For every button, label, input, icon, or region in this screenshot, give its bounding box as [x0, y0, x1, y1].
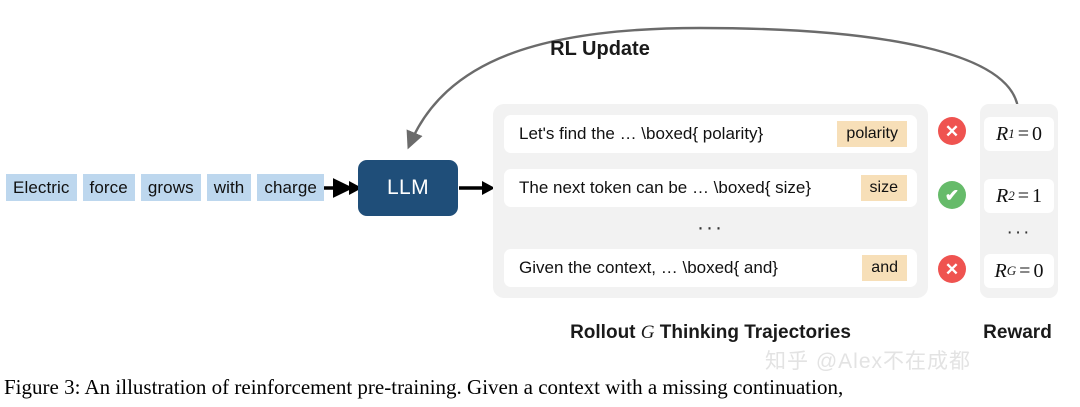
- reward-variable: R: [996, 184, 1009, 207]
- reward-equals: =: [1017, 184, 1029, 207]
- reward-variable: R: [996, 122, 1009, 145]
- context-token: charge: [257, 174, 324, 201]
- llm-label: LLM: [386, 176, 430, 199]
- cross-icon: ✕: [938, 255, 966, 283]
- rollout-caption-prefix: Rollout: [570, 322, 641, 343]
- reward-equals: =: [1019, 259, 1031, 282]
- context-token: grows: [140, 174, 201, 201]
- reward-caption: Reward: [983, 322, 1052, 343]
- context-token-sequence: Electric force grows with charge: [6, 174, 324, 201]
- trajectory-answer-tag: and: [862, 255, 907, 281]
- check-glyph: ✔: [944, 185, 960, 205]
- rollout-caption-symbol: G: [640, 322, 655, 343]
- cross-glyph: ✕: [944, 259, 960, 279]
- trajectory-answer-tag: polarity: [837, 121, 907, 147]
- trajectory-answer-tag: size: [860, 175, 907, 201]
- trajectory-text: Given the context, … \boxed{ and}: [519, 258, 778, 277]
- context-token: force: [82, 174, 135, 201]
- reward-subscript: G: [1006, 263, 1017, 278]
- rollout-caption-suffix: Thinking Trajectories: [654, 322, 851, 343]
- trajectory-text: Let's find the … \boxed{ polarity}: [519, 124, 764, 143]
- reward-ellipsis: ···: [1006, 222, 1032, 243]
- cross-glyph: ✕: [944, 121, 960, 141]
- reward-equals: =: [1017, 122, 1029, 145]
- reward-subscript: 2: [1008, 188, 1015, 203]
- check-icon: ✔: [938, 181, 966, 209]
- cross-icon: ✕: [938, 117, 966, 145]
- llm-node: LLM: [358, 160, 458, 216]
- reward-value: 1: [1032, 184, 1042, 207]
- reward-value: 0: [1033, 259, 1044, 282]
- trajectory-row: Given the context, … \boxed{ and} and: [504, 249, 917, 287]
- trajectory-row: Let's find the … \boxed{ polarity} polar…: [504, 115, 917, 153]
- arrow-llm-to-trajectories: [459, 181, 495, 195]
- reward-subscript: 1: [1008, 126, 1015, 141]
- arrow-context-to-llm: [322, 178, 362, 198]
- figure-caption: Figure 3: An illustration of reinforceme…: [4, 375, 844, 399]
- trajectory-text: The next token can be … \boxed{ size}: [519, 178, 812, 197]
- rollout-caption: Rollout G Thinking Trajectories: [493, 322, 928, 344]
- watermark: 知乎 @Alex不在成都: [765, 350, 972, 373]
- trajectory-row: The next token can be … \boxed{ size} si…: [504, 169, 917, 207]
- trajectories-panel: Let's find the … \boxed{ polarity} polar…: [493, 104, 928, 298]
- reward-variable: R: [994, 259, 1007, 282]
- context-token: with: [206, 174, 252, 201]
- trajectory-ellipsis: ···: [697, 216, 724, 239]
- rl-update-text: RL Update: [550, 38, 650, 60]
- rl-update-label: RL Update: [0, 38, 1080, 61]
- context-token: Electric: [6, 174, 77, 201]
- reward-value: 0: [1032, 122, 1042, 145]
